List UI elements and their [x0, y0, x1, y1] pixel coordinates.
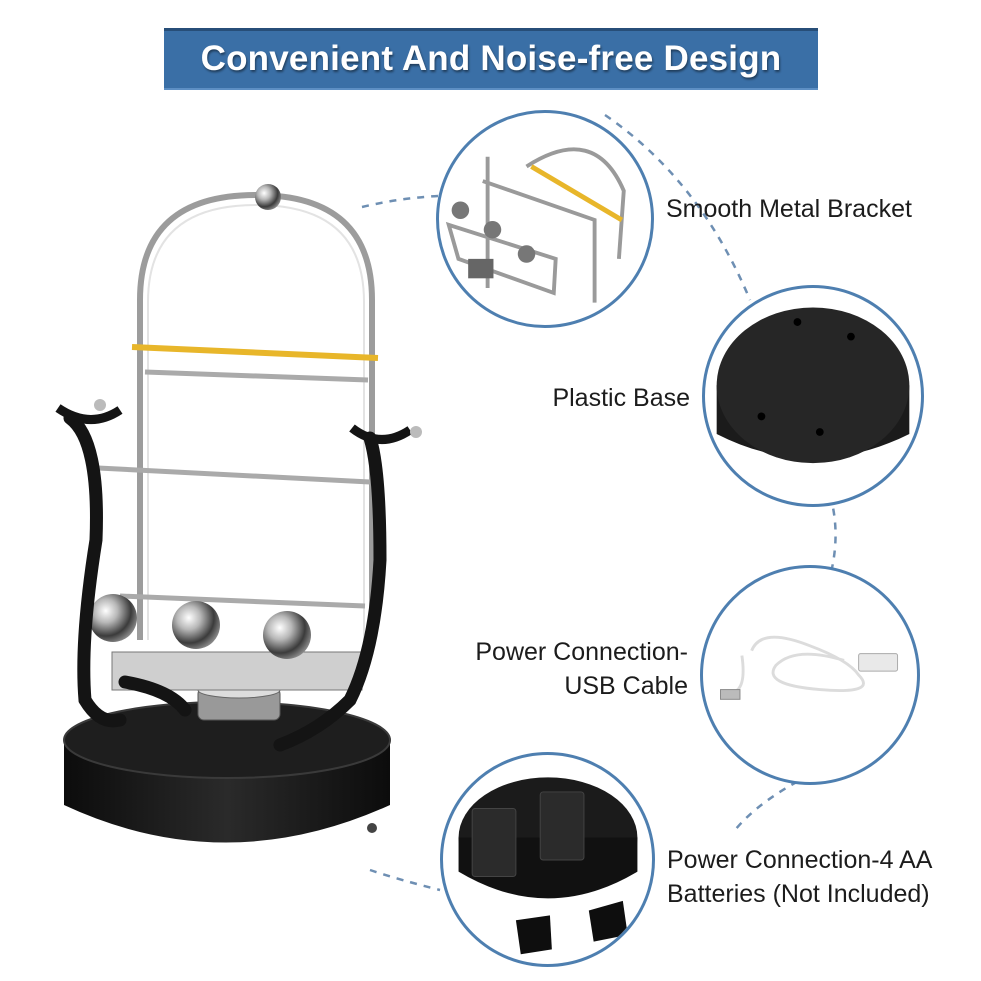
callout-usb-cable: [700, 565, 920, 785]
metal-bracket-image: [445, 147, 626, 303]
usb-cable-image: [720, 635, 899, 700]
plastic-base-image: [716, 307, 910, 464]
callout-battery-compartment: [440, 752, 655, 967]
callout-metal-bracket: [436, 110, 654, 328]
feature-label-metal-bracket: Smooth Metal Bracket: [666, 195, 912, 223]
banner-title: Convenient And Noise-free Design: [200, 39, 782, 78]
battery-compartment-image: [458, 777, 638, 955]
title-banner: Convenient And Noise-free Design: [164, 28, 818, 90]
callout-plastic-base: [702, 285, 924, 507]
feature-label-batteries: Power Connection-4 AA Batteries (Not Inc…: [667, 846, 933, 908]
feature-label-plastic-base: Plastic Base: [552, 384, 690, 412]
feature-label-usb-cable: Power Connection- USB Cable: [475, 638, 688, 700]
